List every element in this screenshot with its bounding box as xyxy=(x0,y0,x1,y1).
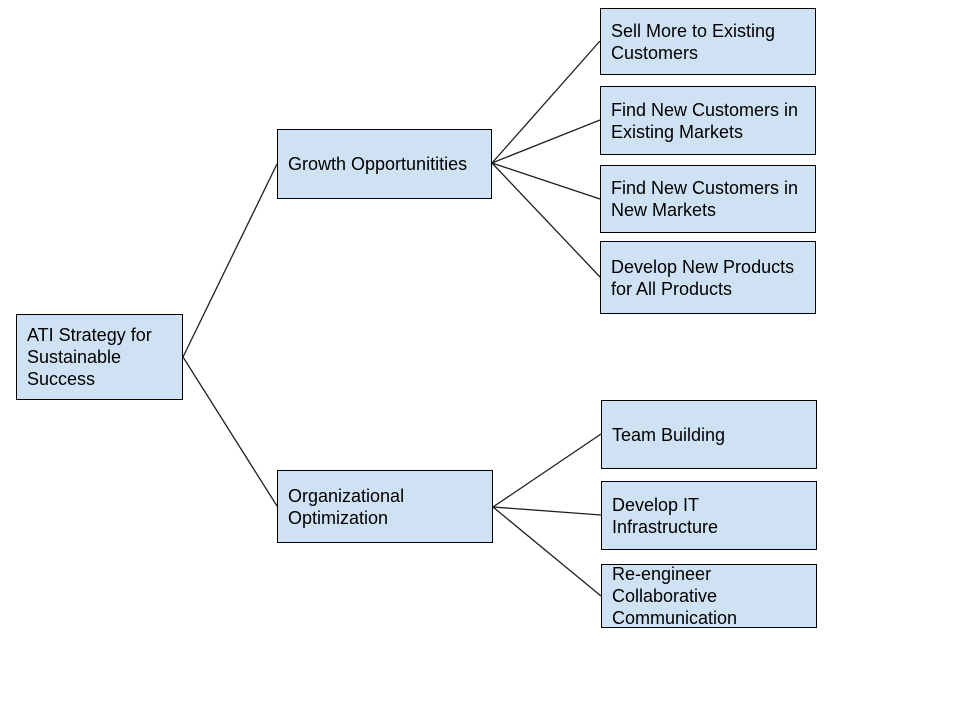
node-team-building[interactable]: Team Building xyxy=(601,400,817,469)
node-label: Growth Opportunitities xyxy=(288,154,468,174)
node-develop-new-products[interactable]: Develop New Products for All Products xyxy=(600,241,816,314)
connector-growth-child-1 xyxy=(491,40,601,164)
connector-org-child-1 xyxy=(492,433,602,508)
connector-growth-child-4 xyxy=(491,162,601,278)
connector-growth-child-3 xyxy=(491,162,601,200)
node-label: Develop New Products for All Products xyxy=(611,256,795,299)
connector-root-growth xyxy=(182,163,278,358)
node-develop-it-infrastructure[interactable]: Develop IT Infrastructure xyxy=(601,481,817,550)
node-find-new-customers-existing-markets[interactable]: Find New Customers in Existing Markets xyxy=(600,86,816,155)
connector-org-child-2 xyxy=(492,506,602,516)
node-organizational-optimization[interactable]: Organizational Optimization xyxy=(277,470,493,543)
node-find-new-customers-new-markets[interactable]: Find New Customers in New Markets xyxy=(600,165,816,233)
node-sell-more-existing-customers[interactable]: Sell More to Existing Customers xyxy=(600,8,816,75)
node-reengineer-collaborative-communication[interactable]: Re-engineer Collaborative Communication xyxy=(601,564,817,628)
node-label: Sell More to Existing Customers xyxy=(611,20,776,63)
connector-growth-child-2 xyxy=(491,119,601,164)
node-label: Organizational Optimization xyxy=(288,485,405,528)
node-label: Find New Customers in New Markets xyxy=(611,178,799,220)
node-label: ATI Strategy for Sustainable Success xyxy=(27,325,152,389)
node-label: Re-engineer Collaborative Communication xyxy=(612,564,738,628)
node-label: Find New Customers in Existing Markets xyxy=(611,99,799,142)
node-root[interactable]: ATI Strategy for Sustainable Success xyxy=(16,314,183,400)
connector-org-child-3 xyxy=(492,506,602,597)
node-label: Team Building xyxy=(612,424,726,445)
node-growth-opportunities[interactable]: Growth Opportunitities xyxy=(277,129,492,199)
connector-root-org xyxy=(182,356,278,507)
node-label: Develop IT Infrastructure xyxy=(612,494,719,537)
